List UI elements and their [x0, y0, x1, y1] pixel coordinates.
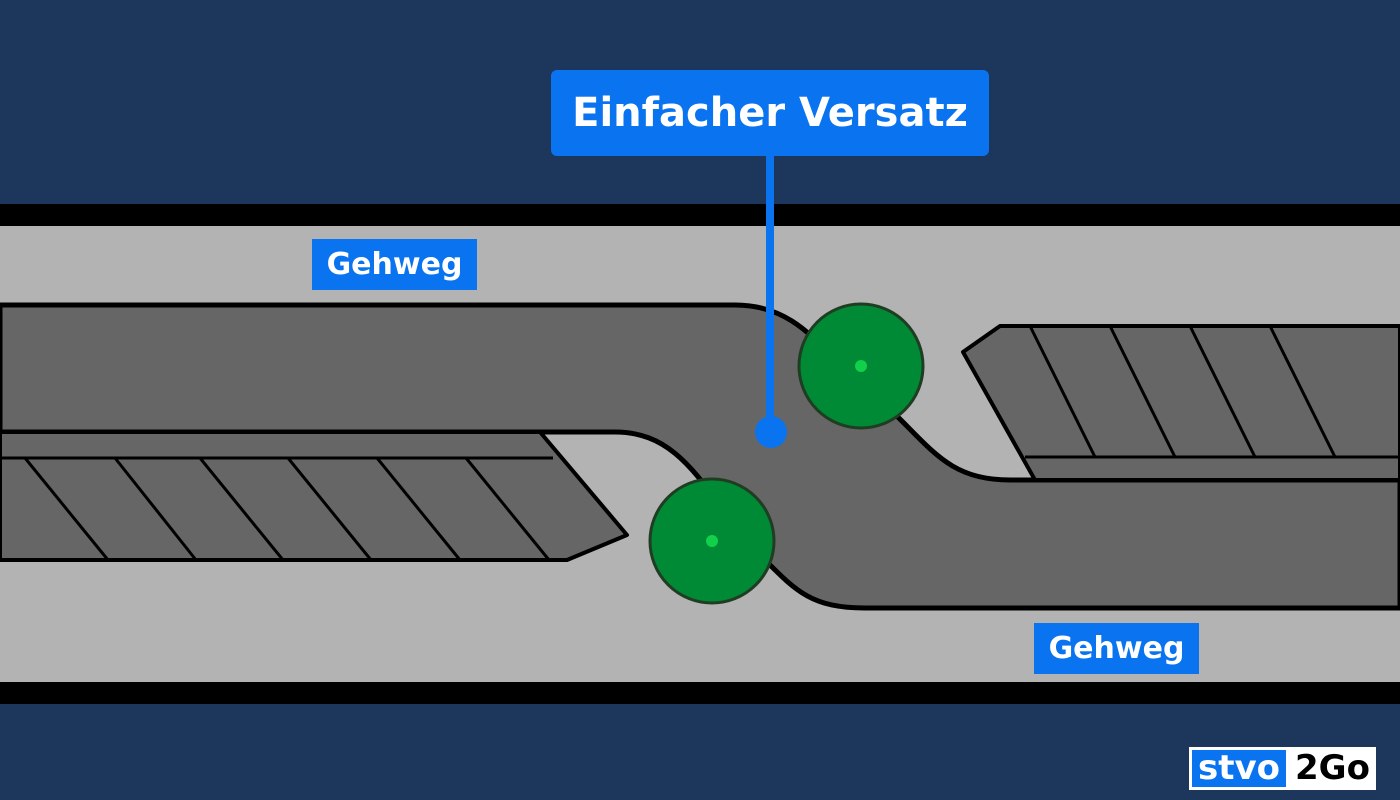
parking-stalls-left — [23, 457, 551, 561]
bottom-border-band — [0, 682, 1400, 704]
brand-logo-part1: stvo — [1189, 747, 1290, 790]
brand-logo: stvo 2Go — [1189, 747, 1376, 790]
parking-stalls-right — [1028, 325, 1337, 458]
diagram-title: Einfacher Versatz — [551, 70, 989, 156]
sidewalk-label-top: Gehweg — [312, 239, 477, 290]
brand-logo-part2: 2Go — [1289, 747, 1376, 790]
tree-icon — [797, 302, 925, 430]
top-border-band — [0, 204, 1400, 226]
sidewalk-label-bottom: Gehweg — [1034, 623, 1199, 674]
pointer-dot-icon — [755, 416, 787, 448]
tree-icon — [648, 477, 776, 605]
